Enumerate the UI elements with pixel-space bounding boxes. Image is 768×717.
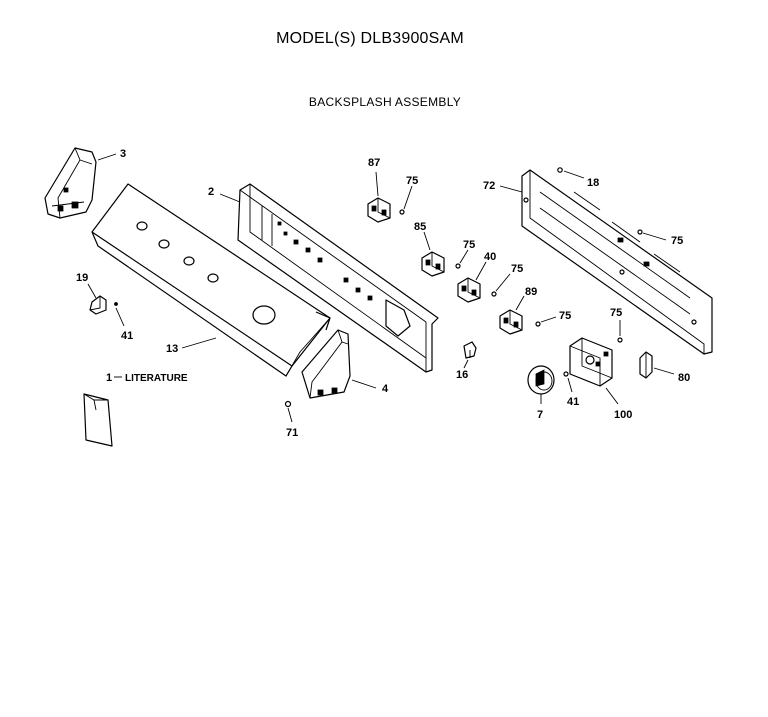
callout-40: 40 — [484, 251, 496, 263]
part-16-connector — [463, 341, 477, 359]
part-72-rear-panel — [521, 169, 713, 355]
leader-2 — [219, 193, 241, 203]
callout-75-a: 75 — [406, 175, 418, 187]
callout-41-right: 41 — [567, 396, 579, 408]
part-87-switch — [367, 197, 391, 223]
part-18-screw — [557, 167, 563, 173]
leader-41-left — [115, 307, 125, 327]
leader-13 — [181, 337, 217, 349]
callout-85: 85 — [414, 221, 426, 233]
assembly-title: BACKSPLASH ASSEMBLY — [308, 95, 462, 109]
part-75-screw-f — [617, 337, 623, 343]
leader-72 — [499, 185, 523, 193]
part-75-screw-a — [399, 209, 405, 215]
part-75-screw-d — [535, 321, 541, 327]
callout-75-f: 75 — [610, 307, 622, 319]
leader-16 — [463, 359, 469, 369]
callout-75-d: 75 — [559, 310, 571, 322]
part-85-switch — [421, 251, 445, 277]
leader-4 — [351, 379, 377, 389]
callout-71: 71 — [286, 427, 298, 439]
part-100-timer — [569, 337, 613, 387]
leader-19 — [87, 283, 97, 299]
callout-75-c: 75 — [511, 263, 523, 275]
leader-3 — [97, 153, 117, 161]
leader-75-a — [403, 185, 413, 210]
leader-85 — [423, 231, 431, 251]
part-3-end-cap — [44, 147, 97, 219]
leader-75-b — [459, 249, 469, 264]
leader-75-e — [642, 232, 667, 241]
callout-72: 72 — [483, 180, 495, 192]
callout-2: 2 — [208, 186, 214, 198]
callout-13: 13 — [166, 343, 178, 355]
leader-75-d — [540, 316, 557, 323]
model-title: MODEL(S) DLB3900SAM — [276, 30, 464, 47]
part-13-control-console — [91, 183, 331, 377]
leader-89 — [515, 295, 525, 311]
part-75-screw-e — [637, 229, 643, 235]
callout-41-left: 41 — [121, 330, 133, 342]
part-19-button — [89, 295, 107, 315]
callout-87: 87 — [368, 157, 380, 169]
part-41-clip-left — [114, 302, 118, 306]
leader-87 — [375, 171, 379, 197]
part-1-literature — [83, 393, 113, 447]
callout-16: 16 — [456, 369, 468, 381]
leader-41-right — [567, 377, 573, 393]
leader-40 — [475, 261, 487, 281]
callout-literature: LITERATURE — [125, 373, 188, 384]
callout-100: 100 — [614, 409, 632, 421]
part-41-clip-right — [563, 371, 569, 377]
part-7-knob — [527, 365, 555, 395]
part-2-backsplash-frame — [237, 183, 439, 373]
part-40-switch — [457, 277, 481, 303]
part-89-switch — [499, 309, 523, 335]
callout-89: 89 — [525, 286, 537, 298]
part-80-bracket — [639, 351, 653, 379]
callout-75-b: 75 — [463, 239, 475, 251]
callout-1: 1 — [106, 372, 112, 384]
leader-100 — [605, 387, 619, 405]
leader-18 — [563, 170, 585, 179]
callout-3: 3 — [120, 148, 126, 160]
callout-80: 80 — [678, 372, 690, 384]
part-75-screw-b — [455, 263, 461, 269]
leader-80 — [653, 367, 675, 375]
leader-71 — [287, 407, 293, 423]
callout-19: 19 — [76, 272, 88, 284]
leader-75-c — [495, 273, 511, 292]
part-4-end-cap — [301, 329, 351, 399]
callout-75-e: 75 — [671, 235, 683, 247]
callout-7: 7 — [537, 409, 543, 421]
callout-18: 18 — [587, 177, 599, 189]
part-71-screw — [284, 400, 292, 408]
callout-4: 4 — [382, 383, 389, 395]
part-75-screw-c — [491, 291, 497, 297]
